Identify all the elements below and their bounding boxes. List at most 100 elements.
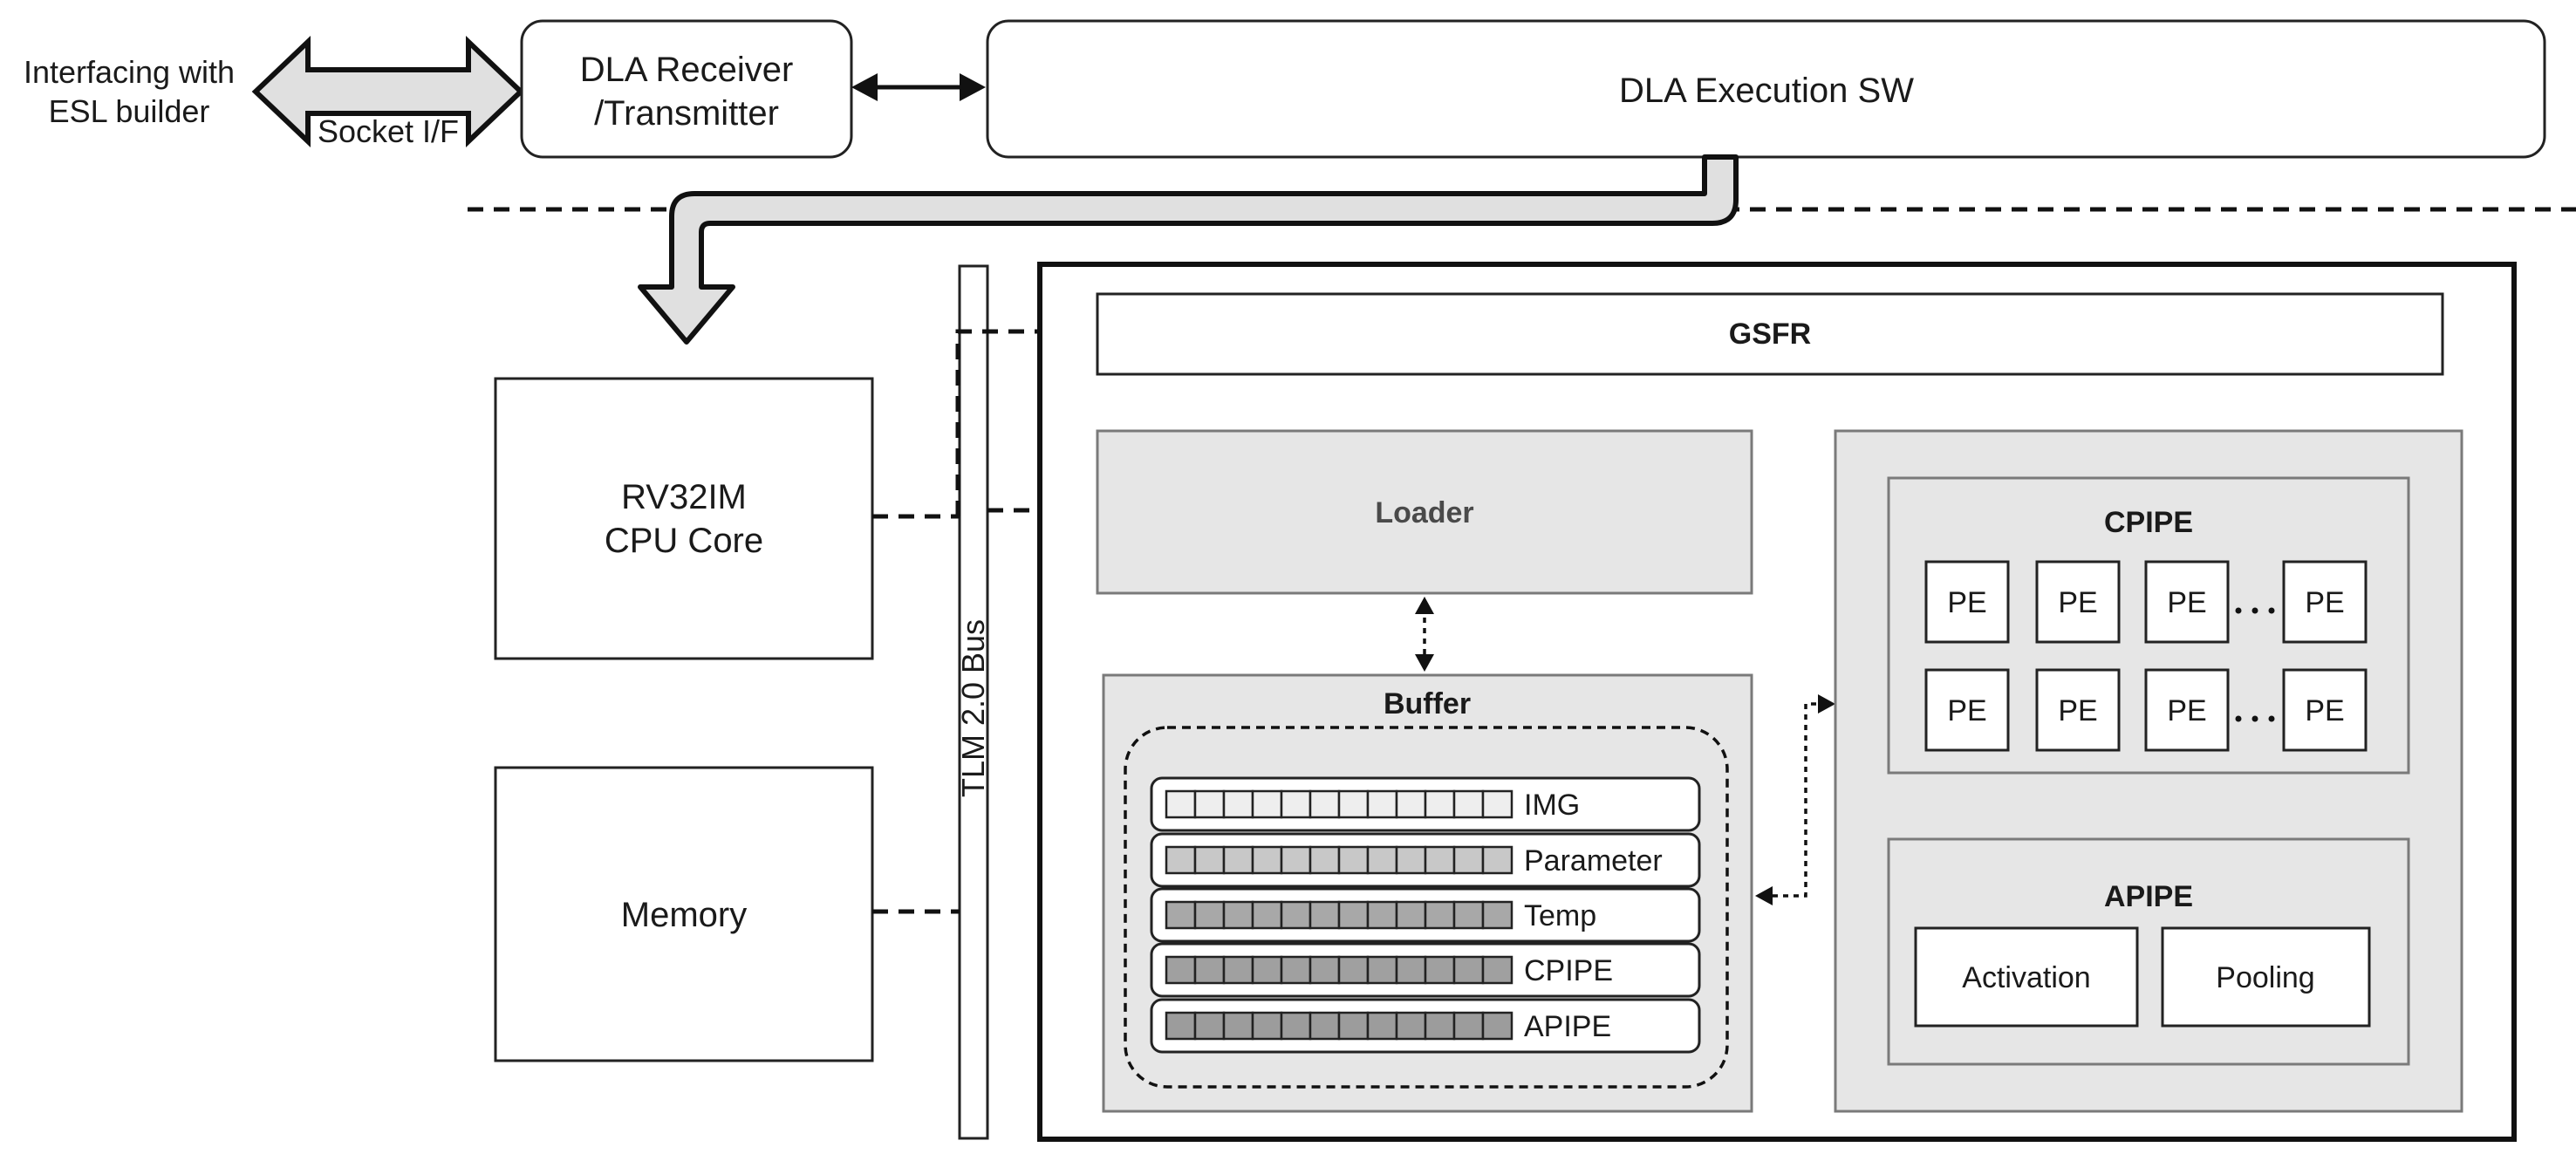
buffer-label: Buffer [1384, 687, 1471, 721]
pe-grid: PE PE PE PE PE PE PE PE [1924, 560, 2368, 752]
activation-box [1914, 926, 2139, 1028]
receiver-transmitter-box [520, 19, 853, 159]
buffer-cell [1280, 789, 1312, 819]
buffer-cell [1337, 789, 1370, 819]
cpipe-label: CPIPE [2104, 506, 2193, 539]
buffer-cell [1452, 955, 1485, 985]
receiver-line1: DLA Receiver [580, 51, 794, 89]
buffer-cell [1366, 845, 1398, 875]
buffer-cell [1165, 845, 1197, 875]
buffer-row-label: APIPE [1524, 1010, 1611, 1043]
buffer-cell [1452, 789, 1485, 819]
arrow-head-left [851, 73, 878, 101]
arrow-head-right [960, 73, 986, 101]
buffer-row-label: Temp [1524, 899, 1596, 932]
pe-label: PE [2058, 586, 2097, 619]
pe-label: PE [2058, 694, 2097, 727]
buffer-cell [1251, 955, 1283, 985]
tlm-bus-label: TLM 2.0 Bus [955, 619, 991, 797]
buffer-cell [1337, 845, 1370, 875]
gsfr-label: GSFR [1729, 318, 1811, 351]
pe-unit [2144, 560, 2230, 644]
pe-label: PE [1947, 694, 1986, 727]
buffer-cell [1280, 955, 1312, 985]
buffer-cell [1337, 900, 1370, 930]
buffer-cell [1424, 1011, 1456, 1041]
cpu-core-box [494, 377, 874, 660]
buffer-cell [1366, 1011, 1398, 1041]
interfacing-label: Interfacing with ESL builder [24, 54, 235, 129]
ellipsis-dot [2268, 607, 2275, 614]
pe-label: PE [2167, 586, 2206, 619]
pe-label: PE [2305, 586, 2344, 619]
buffer-cell [1481, 1011, 1513, 1041]
pooling-label: Pooling [2216, 961, 2314, 994]
pe-label: PE [2305, 694, 2344, 727]
buffer-cell [1424, 845, 1456, 875]
socket-label: Socket I/F [318, 113, 459, 149]
buffer-cell [1452, 1011, 1485, 1041]
buffer-cell [1308, 1011, 1341, 1041]
memory-label: Memory [621, 896, 747, 934]
buffer-cell [1395, 955, 1427, 985]
receiver-line2: /Transmitter [594, 94, 779, 133]
pe-unit [2144, 668, 2230, 752]
buffer-cell [1280, 845, 1312, 875]
buffer-cell [1251, 845, 1283, 875]
buffer-cell [1193, 900, 1226, 930]
buffer-cell [1481, 955, 1513, 985]
loader-label: Loader [1375, 496, 1473, 529]
buffer-pipe-head-right [1818, 694, 1835, 714]
buffer-cell [1481, 900, 1513, 930]
buffer-row-label: IMG [1524, 789, 1580, 822]
buffer-cell [1193, 845, 1226, 875]
buffer-cell [1308, 845, 1341, 875]
buffer-cell [1193, 789, 1226, 819]
interfacing-line2: ESL builder [49, 93, 210, 129]
interfacing-line1: Interfacing with [24, 54, 235, 90]
cpu-line1: RV32IM [621, 478, 747, 516]
buffer-cell [1165, 900, 1197, 930]
buffer-cell [1452, 845, 1485, 875]
tlm-bus-box [958, 264, 989, 1140]
buffer-cell [1165, 1011, 1197, 1041]
buffer-cell [1395, 845, 1427, 875]
apipe-label: APIPE [2104, 880, 2193, 913]
buffer-group-outline [1124, 726, 1729, 1089]
pe-label: PE [2167, 694, 2206, 727]
execution-sw-box [986, 19, 2546, 159]
ellipsis-dot [2268, 715, 2275, 722]
buffer-cell [1481, 845, 1513, 875]
buffer-cell [1366, 900, 1398, 930]
buffer-cell [1193, 955, 1226, 985]
buffer-pipe-link [1773, 702, 1823, 898]
buffer-cell [1366, 955, 1398, 985]
buffer-cell [1395, 900, 1427, 930]
pe-unit [1924, 668, 2010, 752]
buffer-cell [1395, 789, 1427, 819]
buffer-cell [1366, 789, 1398, 819]
activation-label: Activation [1962, 961, 2090, 994]
execution-sw-label: DLA Execution SW [1619, 72, 1914, 110]
buffer-cell [1251, 789, 1283, 819]
buffer-cell [1424, 789, 1456, 819]
buffer-cell [1165, 789, 1197, 819]
buffer-cell [1193, 1011, 1226, 1041]
pe-unit [2035, 668, 2121, 752]
buffer-cell [1308, 955, 1341, 985]
buffer-cell [1337, 955, 1370, 985]
buffer-cell [1251, 1011, 1283, 1041]
pe-label: PE [1947, 586, 1986, 619]
buffer-cell [1308, 900, 1341, 930]
buffer-row-label: CPIPE [1524, 954, 1613, 987]
buffer-cell [1481, 789, 1513, 819]
loader-box [1096, 429, 1753, 595]
loader-buffer-head-down [1415, 654, 1434, 672]
buffer-cell [1222, 900, 1254, 930]
memory-box [494, 766, 874, 1062]
buffer-pipe-head-left [1755, 886, 1773, 905]
pe-unit [1924, 560, 2010, 644]
loader-buffer-head-up [1415, 597, 1434, 614]
ellipsis-dot [2251, 715, 2258, 722]
